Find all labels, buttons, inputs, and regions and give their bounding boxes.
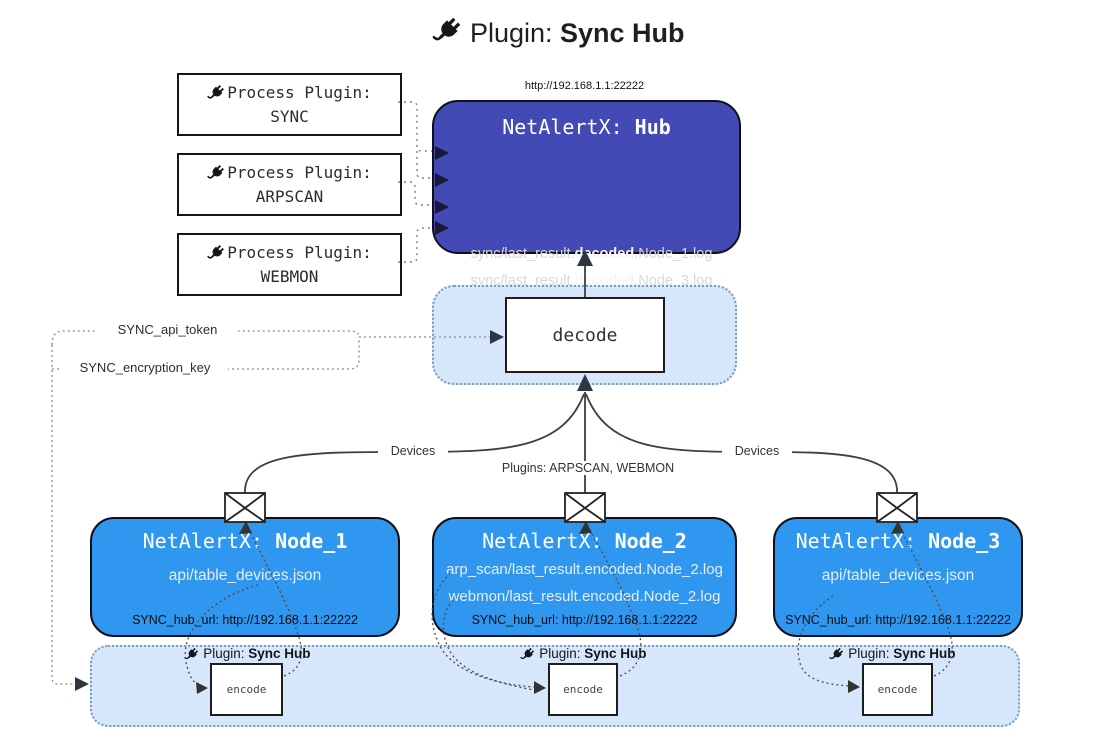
process-plugin-name: ARPSCAN bbox=[255, 186, 324, 206]
plugins-label: Plugins: ARPSCAN, WEBMON bbox=[495, 461, 681, 475]
node-hub-url: SYNC_hub_url: http://192.168.1.1:22222 bbox=[471, 613, 698, 627]
plug-icon bbox=[184, 647, 200, 662]
node-box-node-2: NetAlertX: Node_2 arp_scan/last_result.e… bbox=[432, 517, 737, 637]
plug-icon bbox=[207, 243, 226, 262]
encoder-label: Plugin: Sync Hub bbox=[496, 646, 671, 662]
node-hub-url: SYNC_hub_url: http://192.168.1.1:22222 bbox=[785, 613, 1011, 627]
node-file: webmon/last_result.encoded.Node_2.log bbox=[448, 588, 721, 605]
encoder-label: Plugin: Sync Hub bbox=[160, 646, 335, 662]
devices-label-right: Devices bbox=[722, 444, 792, 458]
process-plugin-box-sync: Process Plugin: SYNC bbox=[177, 73, 402, 136]
edge-sync-hub2 bbox=[416, 151, 432, 179]
encode-box: encode bbox=[862, 663, 933, 716]
sync-encryption-key-label: SYNC_encryption_key bbox=[62, 360, 228, 375]
devices-label-left: Devices bbox=[378, 444, 448, 458]
node-file: arp_scan/last_result.encoded.Node_2.log bbox=[446, 561, 723, 578]
node-box-node-1: NetAlertX: Node_1 api/table_devices.json… bbox=[90, 517, 400, 637]
page-title-name: Sync Hub bbox=[560, 18, 685, 48]
plug-icon bbox=[207, 83, 226, 102]
node-hub-url: SYNC_hub_url: http://192.168.1.1:22222 bbox=[132, 613, 358, 627]
process-plugin-label: Process Plugin: bbox=[227, 243, 372, 263]
page-title-prefix: Plugin: bbox=[469, 18, 561, 48]
node-file: api/table_devices.json bbox=[168, 567, 322, 584]
node-title: NetAlertX: Node_2 bbox=[482, 529, 687, 553]
process-plugin-name: SYNC bbox=[270, 106, 309, 126]
hub-url-label: http://192.168.1.1:22222 bbox=[524, 80, 645, 92]
hub-log-row: sync/last_result.decoded.Node_1.log bbox=[470, 246, 713, 262]
process-plugin-box-webmon: Process Plugin: WEBMON bbox=[177, 233, 402, 296]
edge-key-band bbox=[51, 345, 78, 685]
encode-box: encode bbox=[548, 663, 618, 716]
hub-title: NetAlertX: Hub bbox=[502, 115, 671, 139]
plug-icon bbox=[432, 16, 463, 46]
node-file: api/table_devices.json bbox=[821, 567, 975, 584]
node-title: NetAlertX: Node_1 bbox=[142, 529, 348, 553]
edge-webmon-hub bbox=[398, 227, 432, 263]
page-title: Plugin: Sync Hub bbox=[0, 16, 1117, 49]
encoder-label: Plugin: Sync Hub bbox=[805, 646, 980, 662]
encode-box: encode bbox=[210, 663, 283, 716]
arrowhead-key-band bbox=[75, 677, 89, 691]
node-title: NetAlertX: Node_3 bbox=[795, 529, 1001, 553]
process-plugin-name: WEBMON bbox=[260, 266, 319, 286]
hub-box: NetAlertX: Hub sync/last_result.decoded.… bbox=[432, 100, 741, 338]
process-plugin-label: Process Plugin: bbox=[227, 83, 372, 103]
plug-icon bbox=[520, 647, 536, 662]
edge-arpscan-hub bbox=[398, 181, 432, 206]
decode-box: decode bbox=[505, 297, 665, 373]
sync-api-token-label: SYNC_api_token bbox=[97, 322, 238, 337]
process-plugin-label: Process Plugin: bbox=[227, 163, 372, 183]
edge-sync-hub1 bbox=[398, 101, 432, 152]
plug-icon bbox=[829, 647, 845, 662]
process-plugin-box-arpscan: Process Plugin: ARPSCAN bbox=[177, 153, 402, 216]
node-box-node-3: NetAlertX: Node_3 api/table_devices.json… bbox=[773, 517, 1023, 637]
plug-icon bbox=[207, 163, 226, 182]
